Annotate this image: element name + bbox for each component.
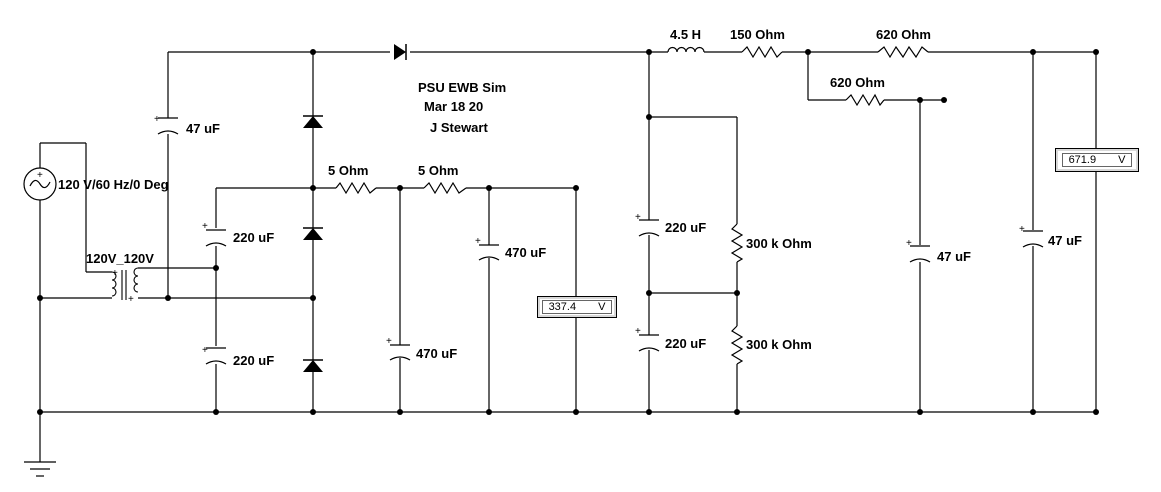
- cap-47-top-plus: +: [154, 114, 160, 125]
- schematic-author: J Stewart: [430, 120, 488, 135]
- r-150ohm-label: 150 Ohm: [730, 27, 785, 42]
- cap-220-ul-plus: +: [202, 221, 208, 232]
- diode-upper-icon: [303, 115, 323, 128]
- cap-470-b-plus: +: [386, 336, 392, 347]
- r-620ohm-top-label: 620 Ohm: [876, 27, 931, 42]
- cap-470-b-label: 470 uF: [416, 346, 457, 361]
- cap-47-fr-plus: +: [1019, 224, 1025, 235]
- transformer-plus-primary: +: [112, 268, 118, 279]
- cap-47-mr-plus: +: [906, 238, 912, 249]
- r-300k-upper-label: 300 k Ohm: [746, 236, 812, 251]
- r-620ohm-branch-label: 620 Ohm: [830, 75, 885, 90]
- resistor-5ohm-a: [335, 181, 377, 195]
- voltmeter-left-value: 337.4: [548, 301, 577, 313]
- capacitor-220uf-upper-left: [205, 229, 227, 247]
- voltmeter-right-unit: V: [1118, 154, 1126, 166]
- voltmeter-left[interactable]: 337.4 V: [537, 296, 617, 318]
- capacitor-470uf-mid: [478, 244, 500, 261]
- cap-220-lr-plus: +: [635, 326, 641, 337]
- source-label: 120 V/60 Hz/0 Deg: [58, 177, 169, 192]
- cap-220-ll-label: 220 uF: [233, 353, 274, 368]
- voltmeter-right-value: 671.9: [1068, 154, 1097, 166]
- capacitor-220uf-lower-left: [205, 347, 227, 365]
- svg-text:+: +: [37, 170, 43, 181]
- cap-220-ul-label: 220 uF: [233, 230, 274, 245]
- cap-220-ur-label: 220 uF: [665, 220, 706, 235]
- cap-47-mr-label: 47 uF: [937, 249, 971, 264]
- cap-470-m-plus: +: [475, 236, 481, 247]
- cap-470-m-label: 470 uF: [505, 245, 546, 260]
- cap-47-fr-label: 47 uF: [1048, 233, 1082, 248]
- capacitor-47uf-far-right: [1022, 230, 1044, 248]
- schematic-title: PSU EWB Sim: [418, 80, 506, 95]
- ground-icon: [24, 461, 56, 477]
- diode-lower-icon: [303, 359, 323, 372]
- inductor-label: 4.5 H: [670, 27, 701, 42]
- resistor-300k-lower: [730, 325, 744, 365]
- capacitor-47uf-top: [157, 117, 179, 135]
- cap-220-ll-plus: +: [202, 345, 208, 356]
- junction-dots: [37, 49, 1099, 415]
- capacitor-220uf-upper-right: [638, 219, 660, 237]
- resistor-620ohm-top: [877, 45, 929, 59]
- schematic-date: Mar 18 20: [424, 99, 483, 114]
- ac-source-icon: +: [23, 167, 57, 201]
- resistor-5ohm-b: [423, 181, 467, 195]
- transformer-label: 120V_120V: [86, 251, 154, 266]
- capacitor-220uf-lower-right: [638, 334, 660, 352]
- r-5ohm-a-label: 5 Ohm: [328, 163, 368, 178]
- cap-220-ur-plus: +: [635, 212, 641, 223]
- resistor-150ohm: [741, 45, 783, 59]
- r-5ohm-b-label: 5 Ohm: [418, 163, 458, 178]
- transformer-plus-secondary: +: [128, 294, 134, 305]
- diode-middle-icon: [303, 227, 323, 240]
- voltmeter-right[interactable]: 671.9 V: [1055, 148, 1139, 172]
- diode-series-icon: [394, 44, 407, 60]
- resistor-620ohm-branch: [845, 93, 885, 107]
- resistor-300k-upper: [730, 223, 744, 263]
- cap-47-top-label: 47 uF: [186, 121, 220, 136]
- inductor-icon: [667, 46, 705, 53]
- capacitor-470uf-bottom: [389, 344, 411, 361]
- capacitor-47uf-mid-right: [909, 245, 931, 263]
- r-300k-lower-label: 300 k Ohm: [746, 337, 812, 352]
- cap-220-lr-label: 220 uF: [665, 336, 706, 351]
- voltmeter-left-unit: V: [598, 301, 606, 313]
- transformer-icon: [111, 267, 139, 300]
